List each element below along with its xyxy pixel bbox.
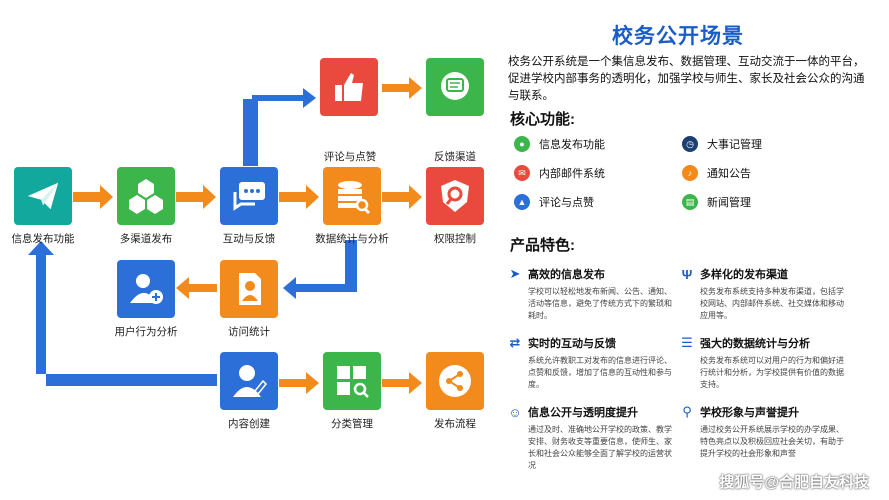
panel-intro: 校务公开系统是一个集信息发布、数据管理、互动交流于一体的平台，促进学校内部事务的… bbox=[508, 56, 865, 102]
core-item: ♪ 通知公告 bbox=[682, 165, 751, 181]
node-n7 bbox=[426, 58, 484, 116]
arrow-n4-n8 bbox=[283, 240, 357, 299]
document-user-icon bbox=[239, 273, 261, 305]
arrow-n3-up-stem bbox=[243, 99, 255, 166]
core-item-label: 新闻管理 bbox=[707, 197, 751, 209]
feature-item: ☺ 信息公开与透明度提升 通过及时、准确地公开学校的政策、教学安排、财务收支等重要… bbox=[506, 403, 676, 472]
node-label-n2: 多渠道发布 bbox=[119, 233, 173, 245]
node-n9 bbox=[117, 260, 175, 318]
feature-desc: 通过校务公开系统展示学校的办学成果、特色亮点以及积极回应社会关切，有助于提升学校… bbox=[700, 425, 844, 458]
mail-icon: ✉ bbox=[514, 165, 530, 181]
node-n10 bbox=[220, 352, 278, 410]
core-item-label: 评论与点赞 bbox=[539, 197, 594, 209]
grid-search-icon bbox=[337, 366, 369, 398]
feature-item: ☰ 强大的数据统计与分析 校务发布系统可以对用户的行为和偏好进行统计和分析，为学校… bbox=[678, 334, 848, 391]
chat-icon: ● bbox=[514, 136, 530, 152]
magnifier-icon: ⚲ bbox=[682, 404, 692, 419]
feature-item: ⚲ 学校形象与声誉提升 通过校务公开系统展示学校的办学成果、特色亮点以及积极回应社… bbox=[678, 403, 848, 460]
feature-title: 多样化的发布渠道 bbox=[700, 269, 788, 281]
shield-search-icon bbox=[441, 180, 469, 212]
node-n8 bbox=[220, 260, 278, 318]
user-add-icon bbox=[130, 274, 163, 304]
node-label-n5: 权限控制 bbox=[434, 233, 476, 245]
message-icon bbox=[441, 72, 469, 100]
feature-title: 强大的数据统计与分析 bbox=[700, 338, 810, 350]
info-panel: 校务公开场景 校务公开系统是一个集信息发布、数据管理、互动交流于一体的平台，促进… bbox=[500, 0, 889, 500]
hexagons-icon bbox=[129, 179, 163, 214]
database-search-icon bbox=[338, 181, 371, 215]
thumbs-up-icon: ▲ bbox=[514, 194, 530, 210]
news-icon: ▤ bbox=[682, 194, 698, 210]
node-n5 bbox=[426, 167, 484, 225]
feature-item: ⇄ 实时的互动与反馈 系统允许教职工对发布的信息进行评论、点赞和反馈，增加了信息的… bbox=[506, 334, 676, 391]
feature-desc: 通过及时、准确地公开学校的政策、教学安排、财务收支等重要信息，使师生、家长和社会… bbox=[528, 425, 672, 470]
core-item-label: 信息发布功能 bbox=[539, 139, 605, 151]
node-n2 bbox=[117, 167, 175, 225]
thumbs-up-icon bbox=[335, 73, 363, 101]
core-item: ◷ 大事记管理 bbox=[682, 136, 762, 152]
node-label-n9: 用户行为分析 bbox=[114, 326, 178, 338]
feature-heading: 产品特色: bbox=[510, 237, 575, 254]
watermark: 搜狐号@合肥自友科技 bbox=[719, 474, 869, 491]
node-label-n7: 反馈渠道 bbox=[434, 151, 476, 163]
send-icon: ➤ bbox=[509, 266, 521, 281]
paper-plane-icon bbox=[27, 182, 59, 210]
feature-desc: 校务发布系统可以对用户的行为和偏好进行统计和分析，为学校提供有价值的数据支持。 bbox=[700, 356, 844, 389]
panel-title: 校务公开场景 bbox=[612, 25, 744, 48]
arrow-n3-n6 bbox=[242, 88, 316, 166]
arrow-n2-n3 bbox=[176, 185, 216, 209]
core-item-label: 内部邮件系统 bbox=[539, 168, 605, 180]
user-gear-icon: ☺ bbox=[508, 404, 522, 420]
node-n4 bbox=[323, 167, 381, 225]
feature-item: ➤ 高效的信息发布 学校可以轻松地发布新闻、公告、通知、活动等信息，避免了传统方式… bbox=[506, 265, 676, 322]
bell-icon: ♪ bbox=[682, 165, 698, 181]
node-label-n4: 数据统计与分析 bbox=[315, 233, 389, 245]
node-label-n12: 发布流程 bbox=[434, 418, 476, 430]
user-edit-icon bbox=[233, 365, 268, 397]
node-label-n6: 评论与点赞 bbox=[323, 151, 377, 163]
core-item-label: 大事记管理 bbox=[707, 139, 762, 151]
core-heading: 核心功能: bbox=[510, 111, 575, 128]
node-label-n10: 内容创建 bbox=[228, 418, 270, 430]
node-n6 bbox=[320, 58, 378, 116]
usb-icon: Ψ bbox=[681, 266, 693, 282]
flow-icon: ⇄ bbox=[509, 335, 521, 350]
feature-item: Ψ 多样化的发布渠道 校务发布系统支持多种发布渠道，包括学校网站、内部邮件系统、社… bbox=[678, 265, 848, 322]
feature-title: 实时的互动与反馈 bbox=[528, 338, 616, 350]
node-n3 bbox=[220, 167, 278, 225]
feature-desc: 系统允许教职工对发布的信息进行评论、点赞和反馈，增加了信息的互动性和参与度。 bbox=[528, 356, 672, 389]
node-label-n8: 访问统计 bbox=[228, 326, 270, 338]
node-label-n1: 信息发布功能 bbox=[11, 233, 75, 245]
arrow-n6-n7 bbox=[382, 77, 422, 99]
core-item: ● 信息发布功能 bbox=[514, 136, 605, 152]
flow-diagram: 信息发布功能 多渠道发布 互动与反馈 数据统计与分析 权限控制 评论与点赞 反馈… bbox=[11, 58, 484, 430]
feature-title: 高效的信息发布 bbox=[528, 269, 605, 281]
core-item-label: 通知公告 bbox=[707, 168, 751, 180]
database-icon: ☰ bbox=[681, 335, 693, 350]
node-label-n11: 分类管理 bbox=[331, 418, 373, 430]
flow-arrows bbox=[28, 77, 422, 394]
chat-bubbles-icon bbox=[233, 182, 265, 211]
node-n12 bbox=[426, 352, 484, 410]
feature-desc: 校务发布系统支持多种发布渠道，包括学校网站、内部邮件系统、社交媒体和移动应用等。 bbox=[700, 287, 844, 320]
arrow-n3-n4 bbox=[279, 185, 319, 209]
node-label-n3: 互动与反馈 bbox=[222, 233, 276, 245]
arrow-n10-n11 bbox=[279, 372, 319, 394]
feature-title: 学校形象与声誉提升 bbox=[700, 407, 799, 419]
core-item: ✉ 内部邮件系统 bbox=[514, 165, 605, 181]
core-item: ▲ 评论与点赞 bbox=[514, 194, 594, 210]
node-n11 bbox=[323, 352, 381, 410]
arrow-n1-n2 bbox=[73, 185, 113, 209]
feature-desc: 学校可以轻松地发布新闻、公告、通知、活动等信息，避免了传统方式下的繁琐和耗时。 bbox=[528, 287, 672, 320]
clock-icon: ◷ bbox=[682, 136, 698, 152]
arrow-n11-n12 bbox=[382, 372, 422, 394]
share-icon bbox=[439, 365, 471, 397]
node-n1 bbox=[14, 167, 72, 225]
arrow-n8-n9 bbox=[176, 277, 217, 299]
core-item: ▤ 新闻管理 bbox=[682, 194, 751, 210]
arrow-n4-n5 bbox=[382, 185, 422, 209]
feature-title: 信息公开与透明度提升 bbox=[528, 407, 638, 419]
